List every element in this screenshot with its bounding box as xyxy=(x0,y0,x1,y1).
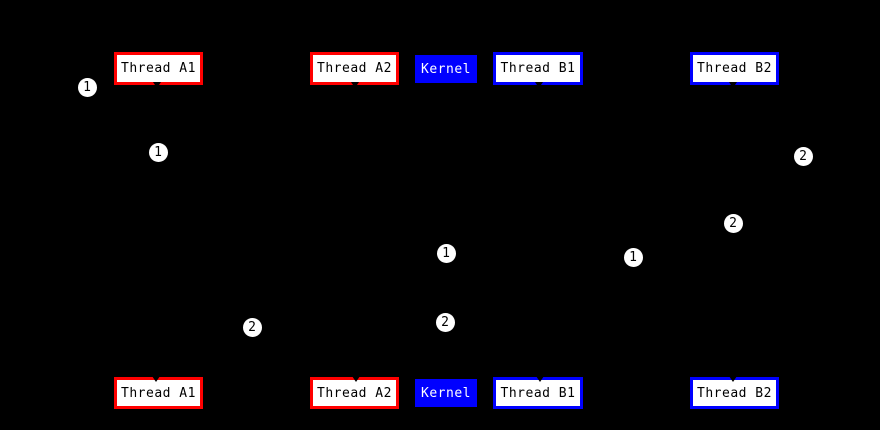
thread-a2-top-node: Thread A2 xyxy=(310,52,399,85)
arrowhead-mark xyxy=(729,82,737,88)
thread-b1-bottom-node: Thread B1 xyxy=(493,377,583,409)
arrowhead-mark xyxy=(535,82,543,88)
step-marker-2: 2 xyxy=(435,312,455,332)
arrowhead-mark xyxy=(352,376,360,382)
step-marker-2: 2 xyxy=(723,213,743,233)
step-marker-2: 2 xyxy=(242,317,262,337)
thread-a1-top-node: Thread A1 xyxy=(114,52,203,85)
step-marker-1: 1 xyxy=(77,77,97,97)
arrowhead-mark xyxy=(351,82,359,88)
step-marker-2: 2 xyxy=(793,146,813,166)
thread-b1-top-node: Thread B1 xyxy=(493,52,583,85)
kernel-top-node: Kernel xyxy=(415,55,477,83)
arrowhead-mark xyxy=(729,376,737,382)
arrowhead-mark xyxy=(536,376,544,382)
step-marker-1: 1 xyxy=(623,247,643,267)
step-marker-1: 1 xyxy=(148,142,168,162)
step-marker-1: 1 xyxy=(436,243,456,263)
thread-b2-top-node: Thread B2 xyxy=(690,52,779,85)
thread-a2-bottom-node: Thread A2 xyxy=(310,377,399,409)
kernel-bottom-node: Kernel xyxy=(415,379,477,407)
arrowhead-mark xyxy=(153,82,161,88)
arrowhead-mark xyxy=(152,376,160,382)
